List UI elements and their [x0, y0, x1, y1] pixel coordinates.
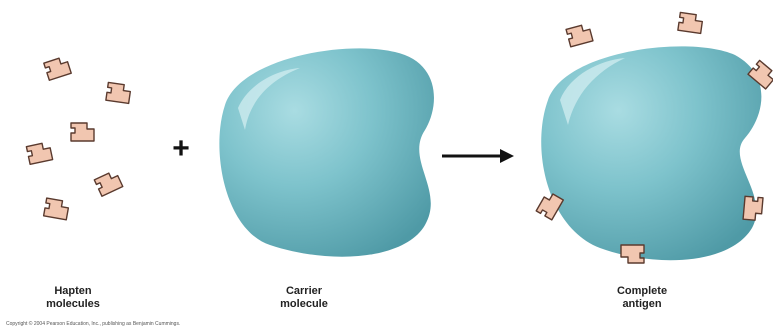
attached-hapten-icon — [678, 12, 703, 33]
hapten-molecule-icon — [106, 82, 131, 103]
plus-sign: + — [172, 132, 190, 165]
hapten-molecule-icon — [44, 198, 70, 220]
hapten-label-line2: molecules — [3, 298, 143, 311]
hapten-molecules-group — [26, 56, 131, 220]
hapten-molecule-icon — [71, 123, 94, 141]
complete-antigen-label: Complete antigen — [572, 285, 712, 311]
complete-antigen — [536, 12, 773, 263]
hapten-molecules-label: Hapten molecules — [3, 285, 143, 311]
carrier-molecule — [219, 48, 434, 256]
hapten-molecule-icon — [94, 170, 122, 196]
copyright-notice: Copyright © 2004 Pearson Education, Inc.… — [6, 321, 180, 327]
attached-hapten-icon — [566, 23, 593, 46]
complete-label-line1: Complete — [572, 285, 712, 298]
antigen-carrier-body — [541, 46, 761, 260]
complete-label-line2: antigen — [572, 298, 712, 311]
attached-hapten-icon — [621, 245, 644, 263]
hapten-molecule-icon — [44, 56, 71, 80]
carrier-molecule-label: Carrier molecule — [234, 285, 374, 311]
carrier-label-line1: Carrier — [234, 285, 374, 298]
right-arrow-icon — [442, 149, 514, 163]
hapten-label-line1: Hapten — [3, 285, 143, 298]
carrier-label-line2: molecule — [234, 298, 374, 311]
hapten-molecule-icon — [26, 142, 52, 164]
attached-hapten-icon — [743, 196, 763, 220]
